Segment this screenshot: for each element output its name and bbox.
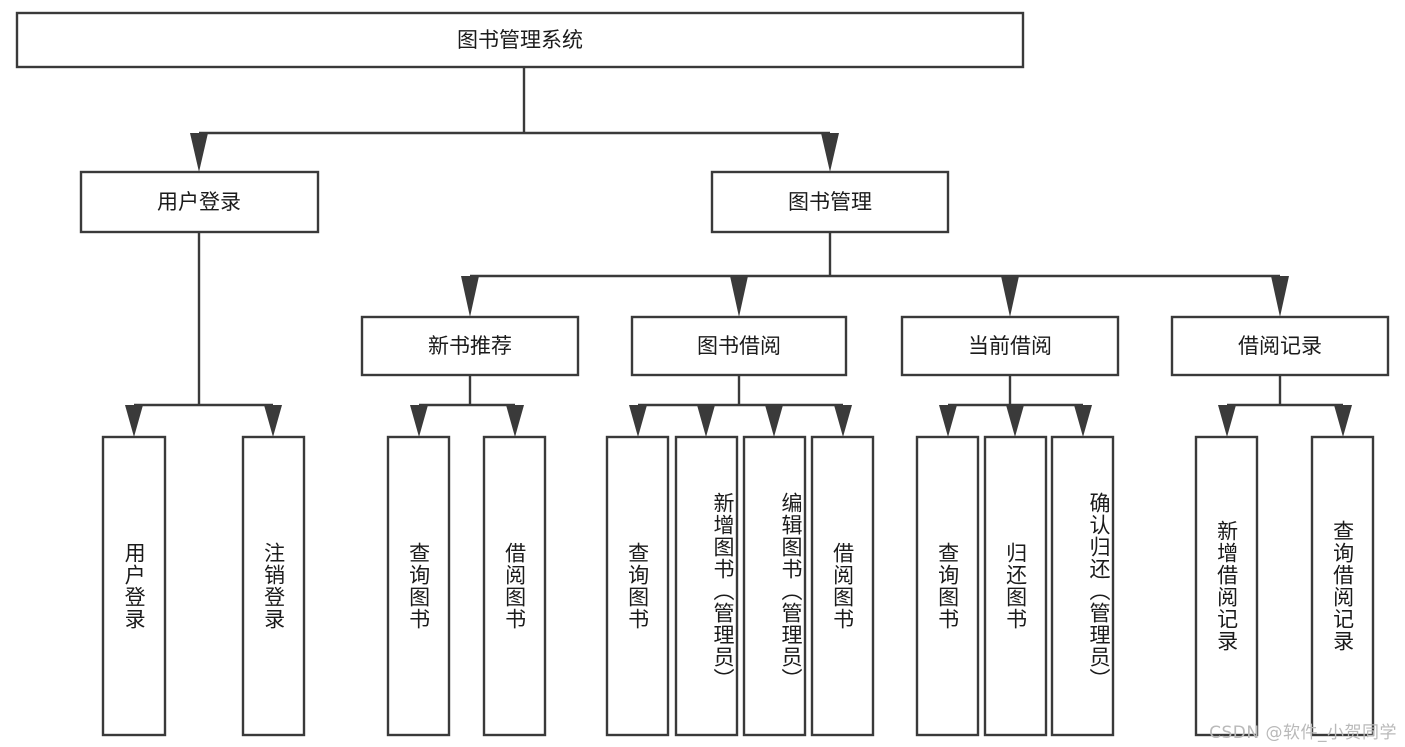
node-borrow-record-box[interactable] bbox=[1170, 315, 1390, 377]
leaf-box-br-query-record[interactable] bbox=[1310, 435, 1375, 737]
connector-group-new-book-rec bbox=[410, 375, 524, 437]
node-book-manage-box[interactable] bbox=[710, 170, 950, 234]
node-book-borrow-box[interactable] bbox=[630, 315, 848, 377]
node-new-book-recommend[interactable]: 新书推荐 bbox=[360, 315, 580, 377]
connector-group-user-login bbox=[125, 232, 282, 437]
leaf-box-bb-query-book[interactable] bbox=[605, 435, 670, 737]
node-current-borrow[interactable]: 当前借阅 bbox=[900, 315, 1120, 377]
leaf-box-br-add-record[interactable] bbox=[1194, 435, 1259, 737]
node-borrow-record[interactable]: 借阅记录 bbox=[1170, 315, 1390, 377]
node-book-borrow[interactable]: 图书借阅 bbox=[630, 315, 848, 377]
leaf-box-cb-confirm-return[interactable] bbox=[1050, 435, 1115, 737]
arrow-to-leaf-user-login bbox=[125, 405, 143, 437]
arrow-to-user-login bbox=[190, 133, 208, 172]
leaf-box-bb-edit-book[interactable] bbox=[742, 435, 807, 737]
connector-group-book-manage bbox=[461, 232, 1289, 317]
arrow-to-current-borrow bbox=[1001, 276, 1019, 317]
leaf-box-cb-query-book[interactable] bbox=[915, 435, 980, 737]
node-current-borrow-label: 当前借阅 bbox=[968, 334, 1052, 358]
arrow-bb-leaf-2 bbox=[697, 405, 715, 437]
node-root-system-box[interactable] bbox=[15, 11, 1025, 69]
connector-group-current-borrow bbox=[939, 375, 1092, 437]
arrow-bb-leaf-3 bbox=[765, 405, 783, 437]
arrow-cb-leaf-1 bbox=[939, 405, 957, 437]
leaf-box-bb-borrow-book[interactable] bbox=[810, 435, 875, 737]
leaf-box-bb-add-book[interactable] bbox=[674, 435, 739, 737]
arrow-bb-leaf-1 bbox=[629, 405, 647, 437]
leaf-box-user-login[interactable] bbox=[101, 435, 167, 737]
arrow-to-book-borrow bbox=[730, 276, 748, 317]
arrow-to-borrow-record bbox=[1271, 276, 1289, 317]
node-book-manage-label: 图书管理 bbox=[788, 190, 872, 214]
connector-group-root bbox=[190, 67, 839, 172]
arrow-cb-leaf-2 bbox=[1006, 405, 1024, 437]
leaf-box-group bbox=[101, 435, 1375, 737]
leaf-box-nbr-borrow-book[interactable] bbox=[482, 435, 547, 737]
node-book-borrow-label: 图书借阅 bbox=[697, 334, 781, 358]
arrow-to-book-manage bbox=[821, 133, 839, 172]
arrow-cb-leaf-3 bbox=[1074, 405, 1092, 437]
arrow-to-new-book-rec bbox=[461, 276, 479, 317]
csdn-watermark: CSDN @软件_小贺同学 bbox=[1209, 723, 1397, 743]
node-user-login[interactable]: 用户登录 bbox=[79, 170, 320, 234]
leaf-box-nbr-query-book[interactable] bbox=[386, 435, 451, 737]
connector-group-book-borrow bbox=[629, 375, 852, 437]
arrow-nbr-leaf-2 bbox=[506, 405, 524, 437]
node-current-borrow-box[interactable] bbox=[900, 315, 1120, 377]
node-root-system[interactable]: 图书管理系统 bbox=[15, 11, 1025, 69]
node-new-book-recommend-box[interactable] bbox=[360, 315, 580, 377]
node-book-manage[interactable]: 图书管理 bbox=[710, 170, 950, 234]
node-user-login-label: 用户登录 bbox=[157, 190, 241, 214]
arrow-nbr-leaf-1 bbox=[410, 405, 428, 437]
arrow-bb-leaf-4 bbox=[834, 405, 852, 437]
arrow-to-leaf-logout bbox=[264, 405, 282, 437]
arrow-br-leaf-1 bbox=[1218, 405, 1236, 437]
leaf-box-cb-return-book[interactable] bbox=[983, 435, 1048, 737]
leaf-box-logout[interactable] bbox=[241, 435, 306, 737]
node-root-system-label: 图书管理系统 bbox=[457, 28, 583, 52]
node-borrow-record-label: 借阅记录 bbox=[1238, 334, 1322, 358]
arrow-br-leaf-2 bbox=[1334, 405, 1352, 437]
connector-group-borrow-record bbox=[1218, 375, 1352, 437]
node-new-book-recommend-label: 新书推荐 bbox=[428, 334, 512, 358]
node-user-login-box[interactable] bbox=[79, 170, 320, 234]
